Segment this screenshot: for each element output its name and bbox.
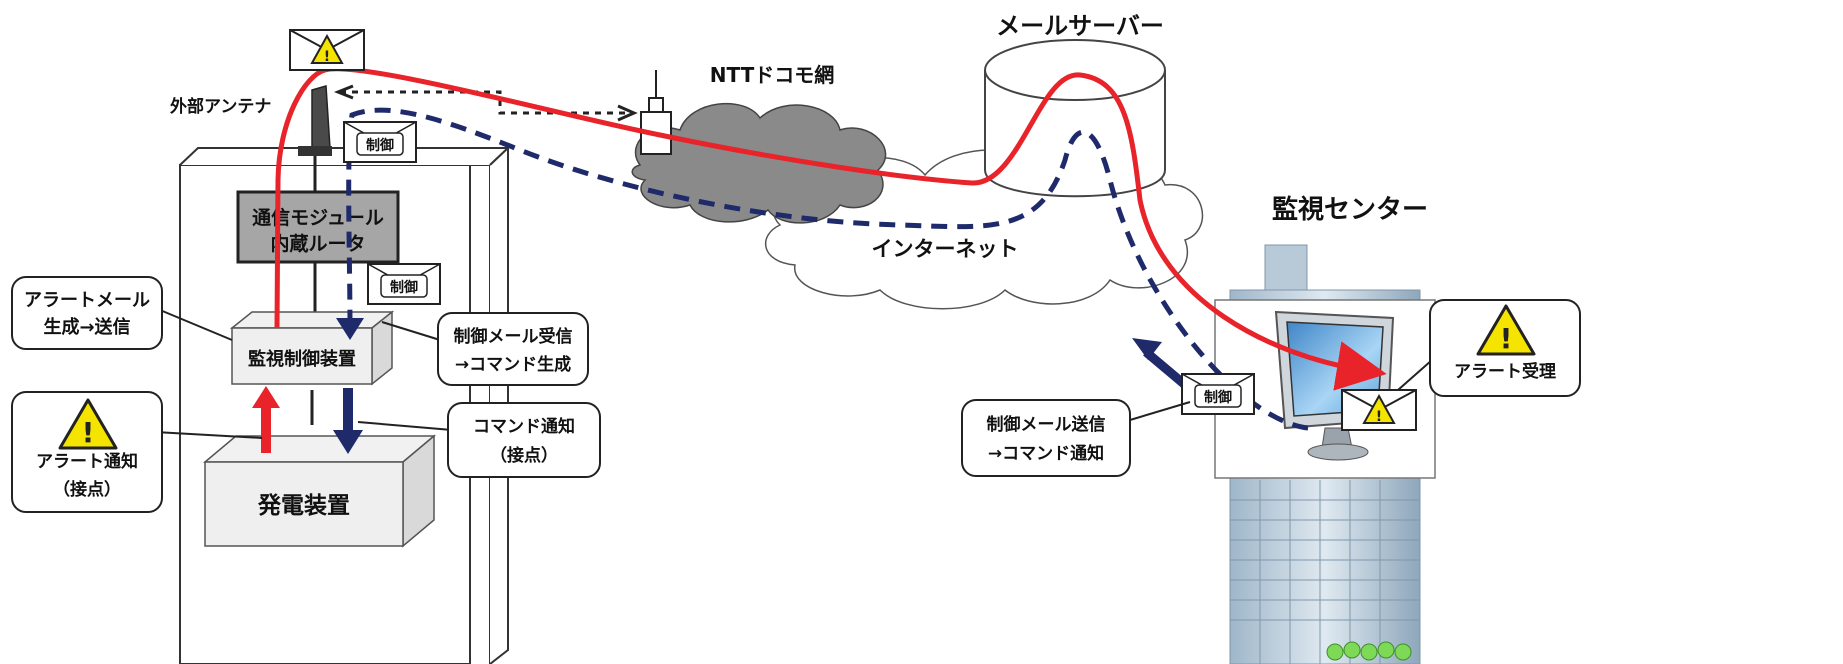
ntt-cloud-icon: NTTドコモ網 bbox=[631, 63, 887, 224]
control-label-2: 制御 bbox=[390, 279, 418, 296]
antenna-icon bbox=[298, 85, 332, 192]
control-envelope-icon-top: 制御 bbox=[343, 121, 417, 163]
antenna-to-base-link bbox=[340, 90, 632, 115]
control-label-1: 制御 bbox=[366, 137, 394, 154]
monitor-control-label: 監視制御装置 bbox=[248, 348, 356, 370]
antenna-label: 外部アンテナ bbox=[170, 96, 271, 117]
callout-control-recv-2: →コマンド生成 bbox=[455, 354, 571, 375]
callout-alert-accept-text: アラート受理 bbox=[1454, 361, 1556, 382]
callout-alert-notify-1: アラート通知 bbox=[36, 451, 138, 472]
callout-control-recv: 制御メール受信 →コマンド生成 bbox=[381, 312, 589, 386]
generator-label: 発電装置 bbox=[257, 493, 350, 519]
control-mail-path bbox=[346, 107, 1309, 431]
callout-alert-notify: アラート通知 （接点） bbox=[11, 391, 263, 513]
control-envelope-icon-middle: 制御 bbox=[367, 263, 441, 305]
callout-control-send-2: →コマンド通知 bbox=[988, 443, 1104, 464]
callout-alert-mail: アラートメール 生成→送信 bbox=[11, 276, 233, 350]
callout-command-notify-2: （接点） bbox=[490, 445, 558, 466]
monitor-center-label: 監視センター bbox=[1272, 194, 1428, 225]
alert-envelope-icon-monitor bbox=[1341, 389, 1417, 431]
callout-control-send-1: 制御メール送信 bbox=[987, 414, 1106, 435]
ntt-label: NTTドコモ網 bbox=[710, 63, 834, 87]
control-send-arrow bbox=[1143, 348, 1187, 388]
alert-envelope-icon bbox=[289, 29, 365, 71]
monitor-control-box: 監視制御装置 bbox=[229, 310, 395, 386]
generator-box: 発電装置 bbox=[202, 434, 437, 548]
callout-alert-mail-1: アラートメール bbox=[24, 290, 150, 311]
comm-module-box: 通信モジュール 内蔵ルータ bbox=[236, 190, 400, 264]
callout-alert-mail-2: 生成→送信 bbox=[43, 316, 130, 338]
callout-command-notify-1: コマンド通知 bbox=[473, 416, 575, 437]
alert-contact-arrow bbox=[252, 386, 280, 453]
control-envelope-icon-center: 制御 bbox=[1181, 373, 1255, 415]
callout-command-notify: コマンド通知 （接点） bbox=[357, 402, 601, 478]
comm-module-label-1: 通信モジュール bbox=[252, 206, 384, 229]
mail-server-label: メールサーバー bbox=[996, 12, 1164, 40]
command-contact-arrow bbox=[333, 388, 363, 454]
callout-control-send: 制御メール送信 →コマンド通知 bbox=[961, 399, 1191, 477]
comm-module-label-2: 内蔵ルータ bbox=[270, 232, 365, 255]
base-station-icon bbox=[640, 70, 672, 155]
control-label-3: 制御 bbox=[1204, 389, 1232, 406]
callout-alert-accept: アラート受理 bbox=[1397, 299, 1581, 397]
internet-label: インターネット bbox=[872, 237, 1019, 261]
callout-control-recv-1: 制御メール受信 bbox=[454, 326, 573, 347]
callout-alert-notify-2: （接点） bbox=[53, 479, 121, 500]
